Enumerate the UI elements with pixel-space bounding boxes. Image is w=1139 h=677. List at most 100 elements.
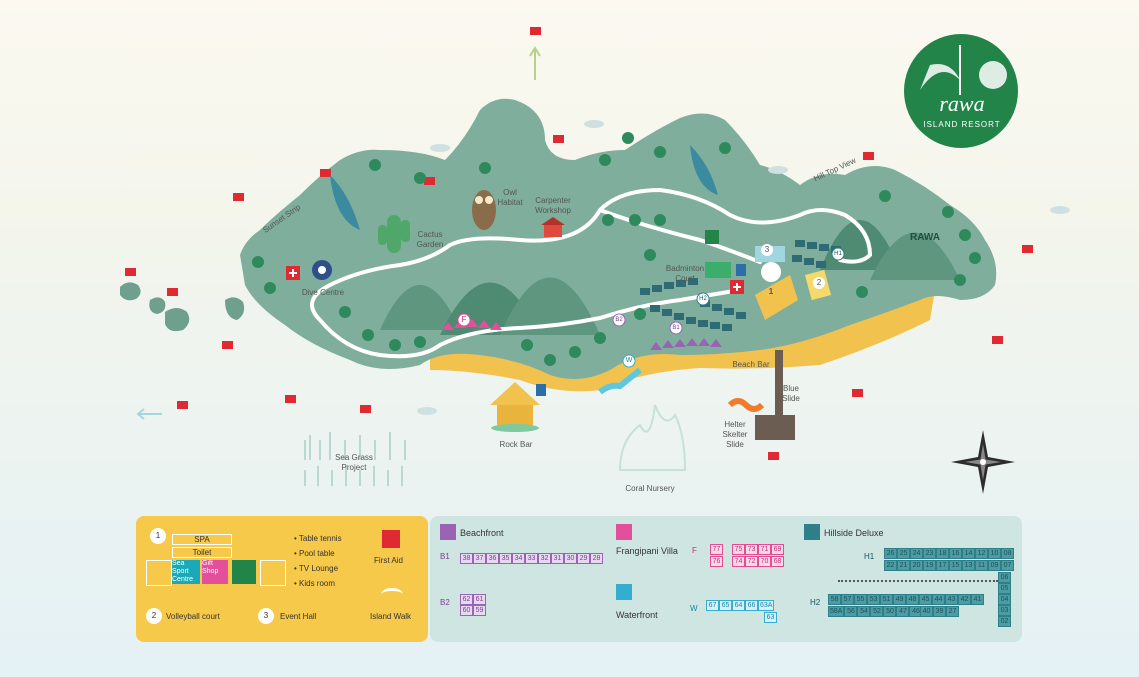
w-rooms-row2: 63	[764, 612, 777, 623]
first-aid-legend-icon	[382, 530, 400, 548]
island-walk-icon	[381, 588, 403, 601]
first-aid-icon	[286, 266, 300, 280]
room-number: 58	[828, 594, 841, 605]
waterfront-villas	[598, 367, 642, 395]
label-blue-slide: Blue Slide	[782, 384, 800, 403]
room-number: 10	[988, 548, 1001, 559]
room-number: 65	[719, 600, 732, 611]
room-number: 73	[745, 544, 758, 555]
room-number: 67	[706, 600, 719, 611]
label-rawa: RAWA	[910, 232, 940, 243]
map-marker-h1	[831, 247, 845, 261]
label-coral-nursery: Coral Nursery	[625, 484, 675, 493]
room-number: 64	[732, 600, 745, 611]
map-marker-2	[813, 277, 825, 289]
restaurant-icon	[260, 560, 286, 586]
room-number: 50	[883, 606, 897, 617]
room-number: 47	[896, 606, 910, 617]
north-arrow	[529, 46, 541, 80]
hillside-chalets	[640, 240, 841, 331]
map-marker-h2	[696, 292, 710, 306]
room-number: 16	[949, 548, 962, 559]
label-badminton-court: Badminton Court	[665, 264, 705, 283]
room-number: 38	[460, 553, 473, 564]
room-number: 15	[949, 560, 962, 571]
room-number: 63A	[758, 600, 775, 611]
b1-marker: B1	[440, 552, 450, 561]
room-number: 33	[525, 553, 538, 564]
label-sea-grass: Sea Grass Project	[335, 453, 373, 472]
shop-icon	[705, 230, 719, 244]
room-number: 76	[710, 556, 723, 567]
logo-subtitle: ISLAND RESORT	[923, 120, 1001, 129]
room-number: 34	[512, 553, 525, 564]
map-marker-b2	[612, 313, 626, 327]
legend-marker-2: 2	[146, 608, 162, 624]
room-number: 37	[473, 553, 486, 564]
f-rooms-row2a: 76	[710, 556, 723, 567]
room-number: 08	[1001, 548, 1014, 559]
room-number: 58A	[828, 606, 845, 617]
badminton-court-area	[705, 262, 731, 278]
island-walk-label: Island Walk	[370, 612, 412, 621]
compass-rose	[951, 430, 1015, 494]
label-carpenter-workshop: Carpenter Workshop	[535, 196, 571, 215]
beachfront-swatch	[440, 524, 456, 540]
island-walk-path	[310, 283, 742, 359]
activity-1: • Table tennis	[294, 534, 342, 543]
rock-bar-graphic	[490, 382, 540, 432]
h1-marker: H1	[864, 552, 875, 561]
cactus-graphic	[378, 215, 410, 253]
room-number: 45	[919, 594, 932, 605]
mountain	[870, 232, 960, 280]
label-beach-bar: Beach Bar	[732, 360, 770, 369]
h2-marker: H2	[810, 598, 821, 607]
spa-label: SPA	[172, 534, 232, 545]
toilet-icon	[736, 264, 746, 276]
activity-2: • Pool table	[294, 549, 335, 558]
marker-2-text: 2	[816, 278, 822, 287]
room-number: 30	[564, 553, 577, 564]
room-number: 77	[710, 544, 723, 555]
room-number: 25	[897, 548, 910, 559]
room-number: 61	[473, 594, 486, 605]
room-number: 13	[962, 560, 975, 571]
label-cactus-garden: Cactus Garden	[416, 230, 444, 249]
peacock-graphic	[330, 145, 718, 230]
room-number: 23	[923, 548, 936, 559]
room-number: 32	[538, 553, 551, 564]
label-rock-bar: Rock Bar	[499, 440, 533, 449]
map-marker-w	[622, 354, 636, 368]
b2-marker: B2	[440, 598, 450, 607]
room-number: 48	[906, 594, 919, 605]
marker-w-text: W	[625, 357, 633, 364]
room-number: 51	[880, 594, 893, 605]
palm-trees	[252, 132, 981, 366]
map-marker-f	[457, 313, 471, 327]
beachfront-title: Beachfront	[460, 528, 504, 538]
marker-f-text: F	[461, 315, 467, 324]
label-helter-skelter: Helter Skelter Slide	[722, 420, 748, 449]
room-number: 06	[998, 572, 1011, 583]
room-number: 41	[971, 594, 984, 605]
marker-1-text: 1	[768, 287, 774, 296]
room-number: 49	[893, 594, 906, 605]
room-number: 19	[923, 560, 936, 571]
marker-3-text: 3	[764, 245, 770, 254]
logo-wordmark: rawa	[939, 91, 985, 116]
sea-sport-label: Sea Sport Centre	[172, 560, 200, 584]
room-number: 54	[857, 606, 871, 617]
hillside-title: Hillside Deluxe	[824, 528, 884, 538]
facilities-legend: 1 SPA Toilet Sea Sport Centre Gift Shop …	[136, 516, 428, 642]
room-number: 69	[771, 544, 784, 555]
toilet-label: Toilet	[172, 547, 232, 558]
map-marker-b1	[669, 321, 683, 335]
carpenter-workshop-icon	[541, 217, 565, 237]
rock-islet	[149, 297, 166, 314]
